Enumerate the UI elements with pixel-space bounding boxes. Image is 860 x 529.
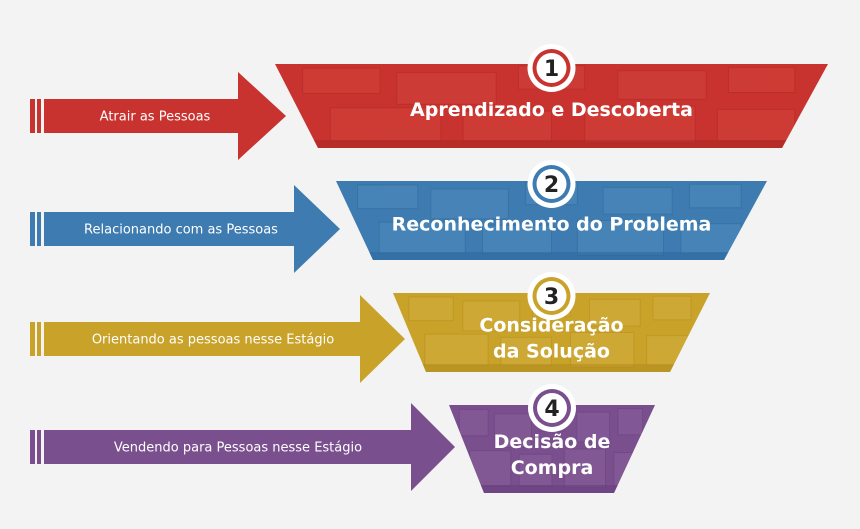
texture-tile [617,70,707,100]
stage-2-arrow: Relacionando com as Pessoas [30,185,340,273]
stage-1-number-badge: 1 [527,44,576,92]
band-shadow [336,252,767,260]
stage-2-arrow-label: Relacionando com as Pessoas [84,223,278,238]
arrow-body [44,403,455,491]
stage-3-arrow: Orientando as pessoas nesse Estágio [30,295,405,383]
stage-4-number-badge: 4 [528,384,576,432]
arrow-tail-stripe [30,322,35,356]
stage-4-title-line-1: Decisão de [494,431,611,453]
stage-1-number: 1 [544,57,559,82]
texture-tile [716,108,796,142]
texture-tile [302,67,381,94]
stage-4-arrow-label: Vendendo para Pessoas nesse Estágio [114,441,362,456]
band-shape [393,293,710,372]
arrow-tail-stripe [37,430,41,464]
arrow-tail-stripe [37,212,41,246]
texture-tile [584,105,696,144]
texture-tile [727,66,796,94]
stage-3-number: 3 [544,285,559,310]
stage-4-arrow: Vendendo para Pessoas nesse Estágio [30,403,455,491]
texture-tile [500,336,552,367]
stage-3-arrow-label: Orientando as pessoas nesse Estágio [92,333,334,348]
texture-tile [617,408,644,436]
band-shape [449,405,655,493]
funnel-stage-3: Orientando as pessoas nesse Estágio Consi… [30,272,710,383]
band-shadow [449,485,655,493]
texture-tile [469,450,512,487]
band-shape [275,64,828,148]
texture-tile [424,333,489,367]
texture-tile [576,411,611,443]
stage-3-title-line-2: da Solução [493,341,610,363]
badge-inner [536,281,567,311]
stage-4-number: 4 [544,397,559,422]
texture-tile [589,298,641,327]
arrow-tail-stripe [30,430,35,464]
texture-tile [646,335,692,367]
texture-tile [378,221,466,255]
badge-inner [537,393,567,423]
arrow-body [44,295,405,383]
stage-2-title-line-1: Reconhecimento do Problema [392,214,712,236]
badge-inner [536,53,567,83]
stage-4-title-line-2: Compra [511,457,594,479]
arrow-tail-stripe [30,212,35,246]
texture-tile [576,220,665,256]
texture-tile [430,188,509,220]
stage-2-number: 2 [544,173,559,198]
band-shadow [275,140,828,148]
texture-tile [462,110,552,142]
texture-tile [613,452,644,487]
texture-tile [688,183,742,209]
stage-3-title-line-1: Consideração [479,315,623,337]
arrow-body [44,72,286,160]
stage-3-number-badge: 3 [527,272,576,320]
arrow-tail-stripe [30,99,35,133]
stage-1-arrow-label: Atrair as Pessoas [100,110,211,125]
band-shadow [393,364,710,372]
texture-tile [602,186,673,215]
texture-tile [329,107,442,142]
badge-inner [536,169,567,199]
stage-1-arrow: Atrair as Pessoas [30,72,286,160]
texture-tile [458,408,489,437]
funnel-stage-4: Vendendo para Pessoas nesse Estágio Decis… [30,384,655,493]
texture-tile [493,413,532,448]
texture-tile [482,224,553,255]
arrow-tail-stripe [37,322,41,356]
funnel-stage-2: Relacionando com as Pessoas Reconheciment… [30,160,767,273]
stage-2-band: Reconhecimento do Problema [336,181,767,260]
stage-1-title-line-1: Aprendizado e Descoberta [410,99,693,121]
stage-2-number-badge: 2 [527,160,576,208]
texture-tile [357,184,419,210]
arrow-tail-stripe [37,99,41,133]
texture-tile [462,300,521,332]
funnel-stage-1: Atrair as Pessoas Aprendizado e Descobert… [30,44,828,160]
stage-3-band: Consideração da Solução [393,293,710,372]
texture-tile [652,295,692,321]
texture-tile [396,71,497,105]
band-shape [336,181,767,260]
texture-tile [408,296,454,322]
arrow-body [44,185,340,273]
band-texture [393,294,710,372]
